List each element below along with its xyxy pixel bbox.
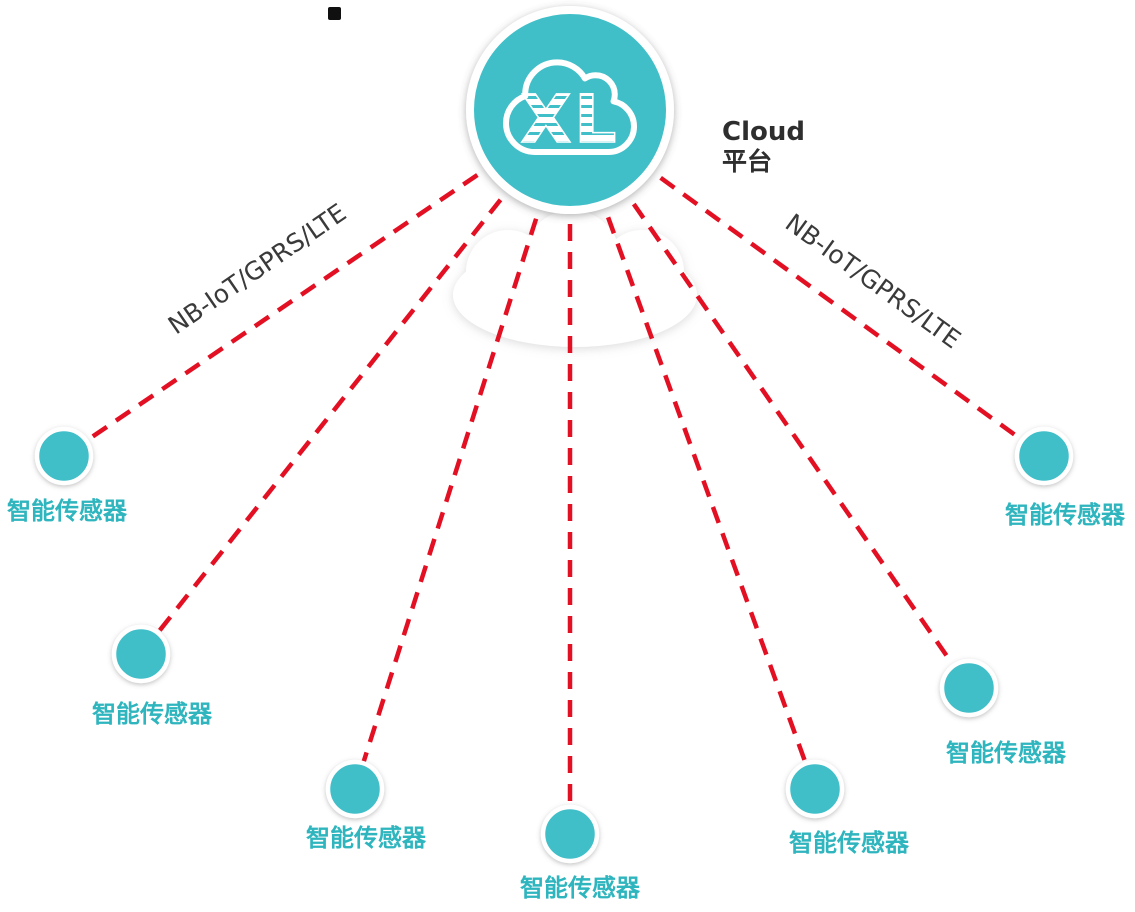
link-line-2: [139, 110, 572, 656]
sensor-node: 智能传感器: [7, 426, 128, 525]
sensor-label: 智能传感器: [92, 700, 213, 728]
sensor-label: 智能传感器: [789, 829, 910, 857]
sensor-node: 智能传感器: [92, 624, 213, 728]
sensor-circle: [111, 624, 171, 684]
sensor-circle: [325, 759, 385, 819]
sensor-node: 智能传感器: [939, 658, 1067, 767]
sensor-node: 智能传感器: [1005, 426, 1126, 529]
sensor-circle: [939, 658, 999, 718]
hub-cloud-icon: [502, 59, 638, 156]
link-line-1: [62, 110, 572, 458]
link-label-left: NB-IoT/GPRS/LTE: [163, 198, 352, 340]
sensor-label: 智能传感器: [1005, 501, 1126, 529]
stray-mark: [328, 7, 341, 20]
hub-logo-text: XL: [521, 81, 620, 158]
sensor-label: 智能传感器: [306, 824, 427, 852]
sensor-node: 智能传感器: [520, 804, 641, 902]
hub-caption-zh: 平台: [722, 147, 772, 176]
sensor-circle: [1014, 426, 1074, 486]
sensor-node: 智能传感器: [785, 759, 910, 857]
sensor-label: 智能传感器: [7, 497, 128, 525]
sensor-circle: [34, 426, 94, 486]
sensor-circle: [785, 759, 845, 819]
sensor-node: 智能传感器: [306, 759, 427, 852]
link-line-3: [352, 111, 573, 790]
white-cloud: [453, 210, 697, 347]
link-line-5: [567, 111, 818, 790]
link-line-6: [568, 110, 971, 690]
hub-circle: [466, 6, 674, 214]
hub-node: XL: [466, 6, 674, 214]
sensor-label: 智能传感器: [520, 874, 641, 902]
hub-caption-en: Cloud: [722, 117, 805, 147]
sensor-label: 智能传感器: [946, 739, 1067, 767]
sensor-circle: [540, 804, 600, 864]
links-group: [62, 110, 1046, 834]
